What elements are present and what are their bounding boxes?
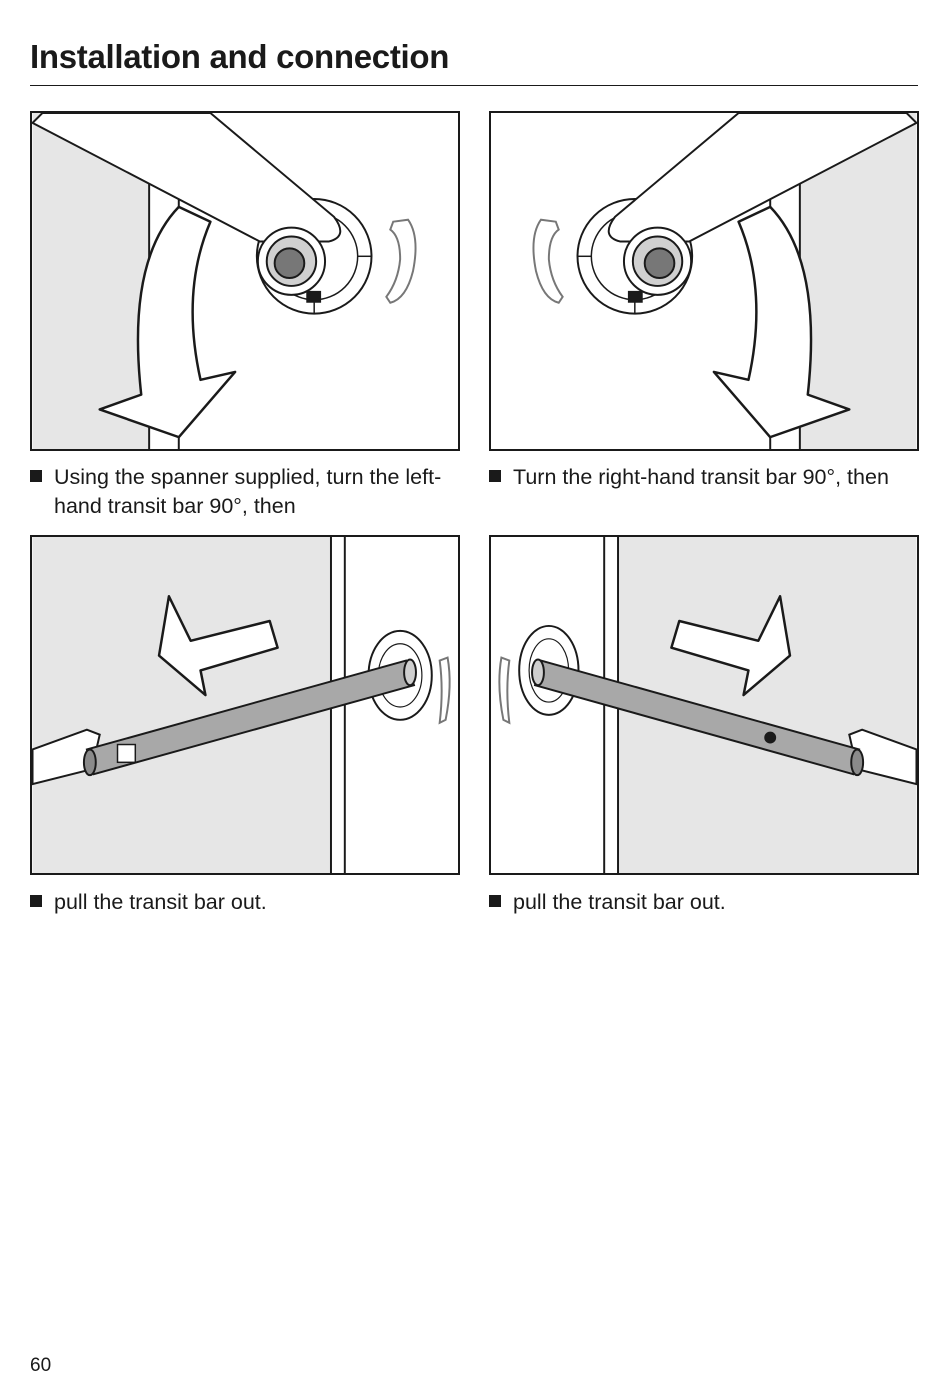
- title-rule: [30, 85, 918, 86]
- rotate-arrow-icon: [385, 218, 417, 304]
- illustration-turn-right-bar: [489, 111, 919, 451]
- step-3-text: pull the transit bar out.: [54, 890, 267, 914]
- pull-out-arrow-icon: [157, 595, 279, 697]
- pull-out-arrow-icon: [670, 595, 792, 697]
- bullet-icon: [489, 470, 501, 482]
- illustration-pull-right-bar: [489, 535, 919, 875]
- step-1-text: Using the spanner supplied, turn the lef…: [54, 465, 442, 518]
- spanner-icon: [32, 113, 342, 296]
- illustration-turn-left-bar: [30, 111, 460, 451]
- bullet-icon: [30, 895, 42, 907]
- step-2-text: Turn the right-hand transit bar 90°, the…: [513, 465, 889, 489]
- spanner-icon: [607, 113, 917, 296]
- turn-down-arrow-icon: [712, 205, 851, 439]
- turn-down-arrow-icon: [98, 205, 237, 439]
- bullet-icon: [489, 895, 501, 907]
- transit-bar-icon: [531, 658, 865, 777]
- page-title: Installation and connection: [30, 38, 450, 75]
- page-number: 60: [30, 1355, 52, 1376]
- transit-bar-icon: [82, 658, 417, 777]
- step-3-instruction: pull the transit bar out.: [30, 888, 450, 917]
- illustration-pull-left-bar: [30, 535, 460, 875]
- step-1-instruction: Using the spanner supplied, turn the lef…: [30, 463, 450, 521]
- rotate-arrow-icon: [498, 656, 511, 725]
- rotate-arrow-icon: [438, 656, 451, 725]
- step-4-instruction: pull the transit bar out.: [489, 888, 909, 917]
- rotate-arrow-icon: [532, 218, 564, 304]
- step-2-instruction: Turn the right-hand transit bar 90°, the…: [489, 463, 909, 492]
- bullet-icon: [30, 470, 42, 482]
- step-4-text: pull the transit bar out.: [513, 890, 726, 914]
